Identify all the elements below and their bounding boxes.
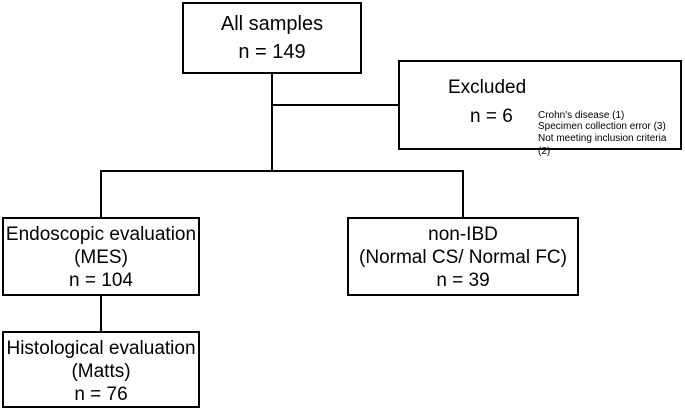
connector-endoscopic-to-histological: [100, 296, 102, 331]
endoscopic-count: n = 104: [69, 270, 133, 291]
excluded-reason-inclusion-criteria: Not meeting inclusion criteria (2): [538, 133, 667, 157]
excluded-title: Excluded: [448, 77, 527, 98]
connector-branch-to-endoscopic: [100, 170, 102, 217]
endoscopic-evaluation-box: Endoscopic evaluation (MES) n = 104: [2, 217, 200, 296]
endoscopic-title: Endoscopic evaluation: [5, 224, 197, 245]
all-samples-box: All samples n = 149: [182, 2, 362, 74]
histological-subtitle: (Matts): [71, 361, 131, 382]
connector-branch-horizontal: [100, 170, 464, 172]
connector-all-to-branch: [271, 74, 273, 171]
histological-evaluation-box: Histological evaluation (Matts) n = 76: [2, 331, 200, 408]
connector-branch-to-non-ibd: [462, 170, 464, 217]
excluded-box: Excluded n = 6 Crohn's disease (1) Speci…: [398, 60, 682, 157]
non-ibd-subtitle: (Normal CS/ Normal FC): [359, 247, 567, 268]
all-samples-title: All samples: [220, 13, 324, 35]
non-ibd-count: n = 39: [436, 270, 490, 291]
connector-to-excluded: [271, 104, 398, 106]
all-samples-count: n = 149: [238, 41, 306, 63]
histological-title: Histological evaluation: [6, 338, 196, 359]
excluded-count: n = 6: [470, 106, 513, 127]
excluded-reason-crohns: Crohn's disease (1): [538, 110, 625, 121]
histological-count: n = 76: [74, 384, 128, 405]
non-ibd-title: non-IBD: [428, 224, 498, 245]
excluded-reason-collection-error: Specimen collection error (3): [538, 121, 666, 132]
non-ibd-box: non-IBD (Normal CS/ Normal FC) n = 39: [347, 217, 579, 296]
endoscopic-subtitle: (MES): [74, 247, 128, 268]
